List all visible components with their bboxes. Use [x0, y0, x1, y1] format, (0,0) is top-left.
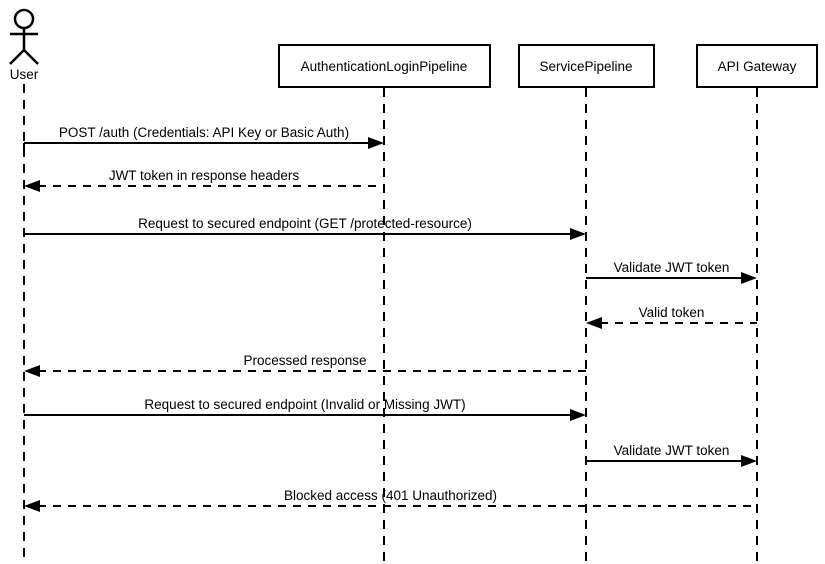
arrowhead-icon: [586, 317, 602, 329]
arrowhead-icon: [570, 409, 586, 421]
user-actor-icon: [9, 8, 39, 65]
message-8: Blocked access (401 Unauthorized): [24, 484, 758, 524]
message-line: [24, 142, 370, 144]
message-label: Request to secured endpoint (GET /protec…: [138, 216, 472, 231]
message-label: Validate JWT token: [613, 260, 730, 275]
message-4: Valid token: [586, 301, 757, 341]
message-label: Blocked access (401 Unauthorized): [283, 488, 498, 503]
actor-label: User: [9, 67, 39, 82]
message-line: [38, 505, 757, 507]
participant-label: ServicePipeline: [539, 58, 633, 74]
arrowhead-icon: [368, 137, 384, 149]
message-label: Request to secured endpoint (Invalid or …: [144, 397, 466, 412]
message-6: Request to secured endpoint (Invalid or …: [24, 393, 586, 433]
message-label: Validate JWT token: [613, 443, 730, 458]
message-line: [600, 322, 757, 324]
message-line: [24, 414, 572, 416]
message-label: Processed response: [243, 353, 367, 368]
arrowhead-icon: [24, 500, 40, 512]
participant-label: API Gateway: [717, 58, 797, 74]
message-label: JWT token in response headers: [108, 168, 300, 183]
lifeline-user: [23, 84, 25, 564]
message-2: Request to secured endpoint (GET /protec…: [24, 212, 586, 252]
message-elbow: [585, 362, 587, 371]
message-label: Valid token: [638, 305, 705, 320]
arrowhead-icon: [24, 365, 40, 377]
message-label: POST /auth (Credentials: API Key or Basi…: [58, 125, 350, 140]
message-line: [38, 370, 586, 372]
message-5: Processed response: [24, 349, 587, 389]
arrowhead-icon: [24, 180, 40, 192]
arrowhead-icon: [570, 228, 586, 240]
participant-box-service: ServicePipeline: [517, 44, 655, 88]
lifeline-gateway: [756, 88, 758, 564]
arrowhead-icon: [741, 272, 757, 284]
message-1: JWT token in response headers: [24, 164, 384, 204]
message-elbow: [23, 143, 25, 156]
participant-box-gateway: API Gateway: [696, 44, 818, 88]
message-line: [38, 185, 384, 187]
message-line: [586, 277, 743, 279]
message-line: [586, 460, 743, 462]
message-line: [24, 233, 572, 235]
message-3: Validate JWT token: [586, 256, 757, 296]
participant-label: AuthenticationLoginPipeline: [300, 58, 468, 74]
message-7: Validate JWT token: [586, 439, 757, 479]
message-0: POST /auth (Credentials: API Key or Basi…: [23, 121, 384, 161]
lifeline-auth: [383, 88, 385, 564]
message-elbow: [756, 506, 758, 514]
arrowhead-icon: [741, 455, 757, 467]
participant-box-auth: AuthenticationLoginPipeline: [277, 44, 491, 88]
